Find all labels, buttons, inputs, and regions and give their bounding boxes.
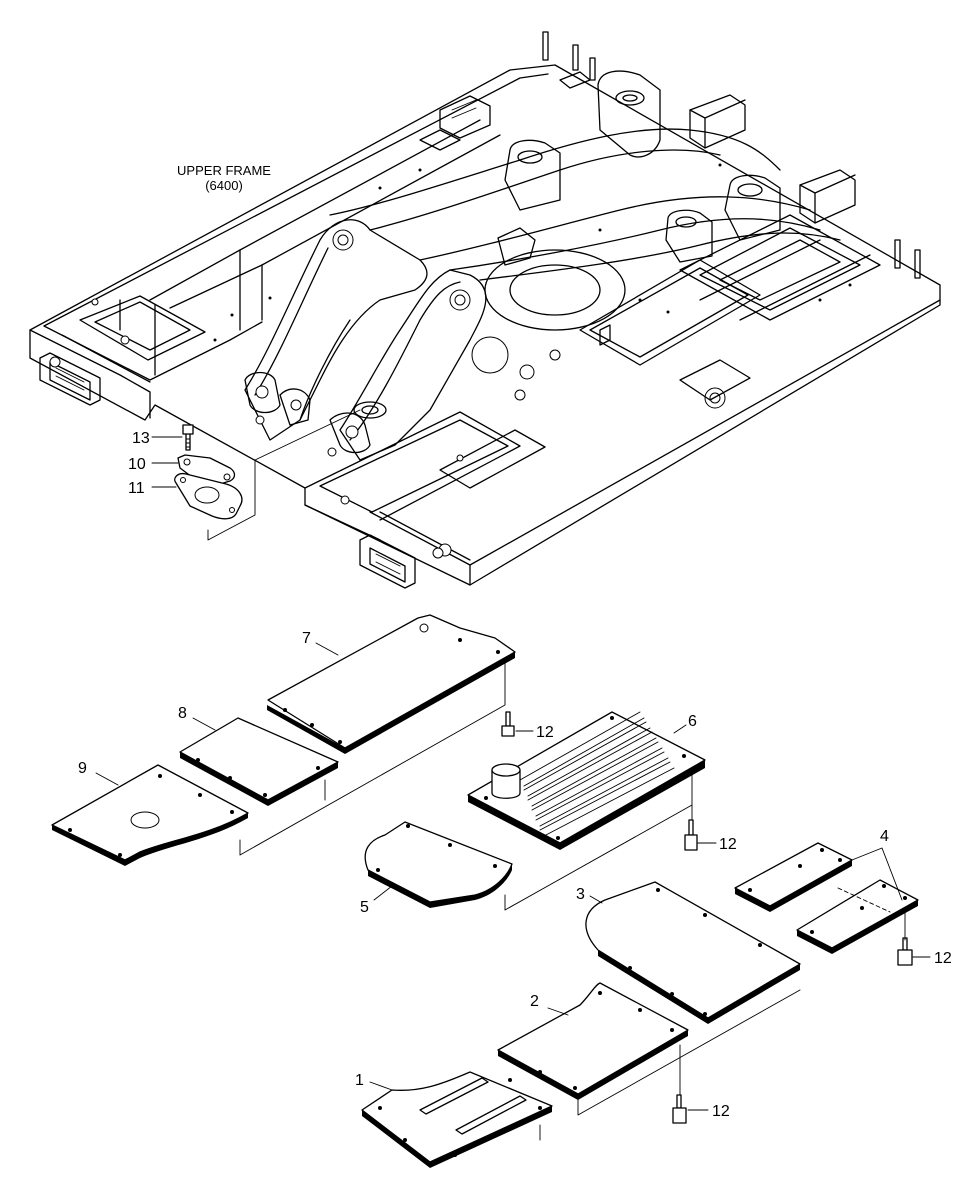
leader-4 bbox=[851, 847, 903, 901]
leader-group-7-8-9 bbox=[239, 659, 506, 856]
upper-frame-title: UPPER FRAME bbox=[177, 163, 271, 178]
callout-12-b: 12 bbox=[719, 836, 737, 853]
part-4-plate-upper bbox=[734, 842, 853, 912]
part-9-cover bbox=[51, 764, 249, 866]
callout-12-d: 12 bbox=[712, 1103, 730, 1120]
leader-9 bbox=[95, 772, 119, 786]
callout-6: 6 bbox=[688, 713, 697, 730]
callout-11: 11 bbox=[128, 480, 145, 497]
callout-1: 1 bbox=[355, 1072, 364, 1089]
leader-7 bbox=[315, 642, 339, 656]
leader-8 bbox=[192, 717, 216, 731]
callout-7: 7 bbox=[302, 630, 311, 647]
part-12-bolt-a bbox=[501, 711, 515, 737]
leader-3 bbox=[589, 895, 603, 904]
part-12-bolt-c bbox=[897, 937, 913, 966]
part-5-cover bbox=[364, 821, 513, 908]
callout-13: 13 bbox=[132, 430, 150, 447]
callout-4: 4 bbox=[880, 828, 889, 845]
part-1-cover bbox=[361, 1071, 553, 1168]
leader-5-6 bbox=[504, 804, 693, 911]
leader-2 bbox=[547, 1007, 569, 1016]
part-4-plate-lower bbox=[796, 879, 919, 954]
part-3-cover bbox=[585, 881, 801, 1024]
leader-1 bbox=[369, 1081, 393, 1091]
callout-10: 10 bbox=[128, 456, 146, 473]
upper-frame-subtitle: (6400) bbox=[205, 178, 243, 193]
upper-frame-drawing bbox=[29, 31, 941, 589]
leader-2-3 bbox=[577, 989, 801, 1116]
part-11-gasket bbox=[174, 472, 243, 520]
dashed-guide-4 bbox=[837, 887, 891, 913]
part-13-bolt bbox=[182, 424, 194, 451]
callout-2: 2 bbox=[530, 993, 539, 1010]
part-12-bolt-b bbox=[684, 819, 698, 851]
callout-12-c: 12 bbox=[934, 950, 952, 967]
leader-6 bbox=[673, 724, 687, 734]
part-12-bolt-d bbox=[672, 1094, 687, 1124]
callout-8: 8 bbox=[178, 705, 187, 722]
leader-5 bbox=[373, 885, 393, 901]
callout-5: 5 bbox=[360, 899, 369, 916]
part-6-grille-cover bbox=[467, 711, 706, 850]
part-7-cover bbox=[267, 614, 516, 754]
callout-3: 3 bbox=[576, 886, 585, 903]
callout-9: 9 bbox=[78, 760, 87, 777]
part-2-cover bbox=[497, 982, 689, 1100]
leader-frame-mount bbox=[207, 409, 361, 541]
part-8-cover bbox=[179, 717, 339, 806]
callout-12-a: 12 bbox=[536, 724, 554, 741]
